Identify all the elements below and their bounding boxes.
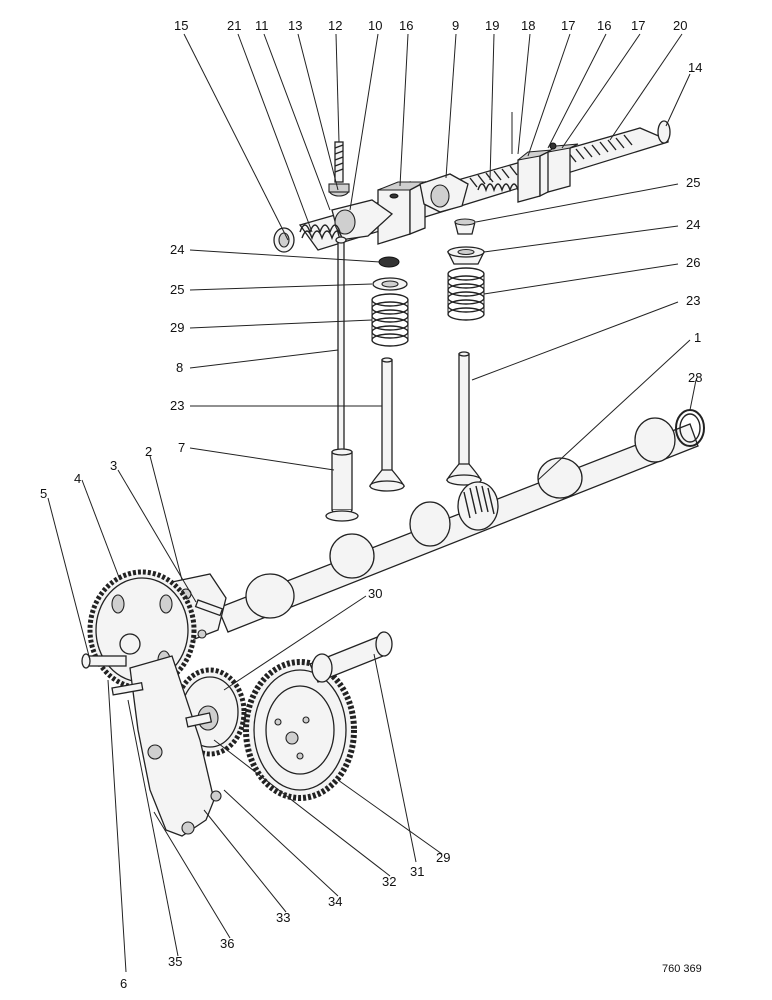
idler-spindle: [185, 712, 213, 728]
rocker-shaft-spring: [477, 183, 519, 193]
shaft-thread: [469, 134, 633, 188]
valve-collets-right: [454, 218, 476, 235]
callout-22: 21: [227, 18, 241, 33]
callout-10: 10: [368, 18, 382, 33]
camshaft-drive-gear: [457, 481, 499, 531]
rocker-shaft-assembly: [273, 112, 671, 253]
callout-12: 12: [328, 18, 342, 33]
callout-31: 29: [436, 850, 450, 865]
callout-6: 6: [120, 976, 127, 991]
callout-17-right: 17: [561, 18, 575, 33]
valve-spring-left: [371, 293, 409, 347]
callout-18: 17: [631, 18, 645, 33]
callout-14: 14: [688, 60, 702, 75]
fuel-pump-drive-shaft: [309, 631, 393, 683]
callout-1: 1: [694, 330, 701, 345]
gear-retaining-bolt: [81, 653, 127, 669]
push-rod: [335, 236, 347, 459]
callout-23-left: 23: [170, 398, 184, 413]
rocker-support-right-b: [547, 142, 579, 193]
callout-7: 7: [178, 440, 185, 455]
callout-25: 25: [170, 282, 184, 297]
callout-35: 33: [276, 910, 290, 925]
spring-cap-left: [372, 277, 408, 291]
callout-32: 30: [368, 586, 382, 601]
callout-labels: 15 21 11 13 12 10 16 9 19 18 17 16 17 20…: [40, 18, 702, 991]
valve-right: [445, 351, 483, 486]
adjusting-screw: [328, 141, 350, 197]
fuel-pump-gear: [243, 659, 357, 801]
callout-33: 31: [410, 864, 424, 879]
callout-3: 3: [110, 458, 117, 473]
callout-36: 34: [328, 894, 342, 909]
callout-26: 24: [686, 217, 700, 232]
callout-37: 35: [168, 954, 182, 969]
rocker-support-right-a: [517, 148, 553, 203]
drawing-code: 760 369: [662, 963, 702, 975]
callout-9: 9: [452, 18, 459, 33]
valve-train: [325, 218, 486, 522]
callout-17-left: 16: [399, 18, 413, 33]
camshaft: [171, 409, 705, 641]
callout-8: 8: [176, 360, 183, 375]
valve-collets-left: [378, 256, 400, 268]
callout-29: 29: [170, 320, 184, 335]
callout-4: 4: [74, 471, 81, 486]
callout-20: 19: [485, 18, 499, 33]
callout-30: 28: [688, 370, 702, 385]
rocker-support-left: [377, 180, 426, 245]
callout-24: 24: [170, 242, 184, 257]
callout-28: 26: [686, 255, 700, 270]
callout-2: 2: [145, 444, 152, 459]
bracket-stud: [111, 682, 144, 696]
callout-19: 18: [521, 18, 535, 33]
callout-38: 36: [220, 936, 234, 951]
valve-left: [368, 357, 406, 492]
callout-13: 13: [288, 18, 302, 33]
timing-gears: [81, 569, 393, 837]
callout-27: 25: [686, 175, 700, 190]
callout-5: 5: [40, 486, 47, 501]
tappet: [325, 448, 359, 522]
rocker-arm-right: [419, 173, 469, 213]
callout-16: 16: [597, 18, 611, 33]
callout-11: 11: [255, 18, 269, 33]
rocker-spacer-spring: [299, 224, 343, 241]
callout-21: 20: [673, 18, 687, 33]
thrust-plate-bolt: [194, 599, 224, 617]
leader-lines: [47, 33, 697, 973]
callout-23-right: 23: [686, 293, 700, 308]
callout-34: 32: [382, 874, 396, 889]
idler-mounting-bracket: [129, 655, 222, 837]
rocker-arm-left: [331, 199, 394, 241]
valve-spring-right: [447, 267, 485, 321]
callout-15: 15: [174, 18, 188, 33]
spring-cap-right: [446, 246, 486, 265]
